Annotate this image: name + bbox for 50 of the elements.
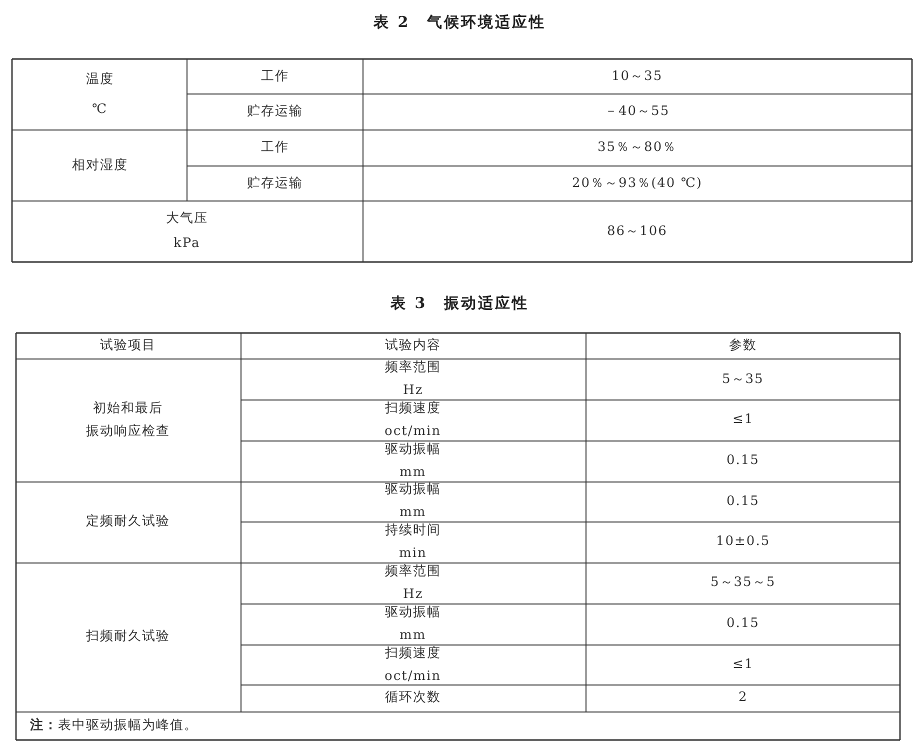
cell-text: oct/min <box>384 424 442 440</box>
cell-text: 驱动振幅 <box>385 482 441 498</box>
cell-text: Hz <box>403 587 424 603</box>
cell-text: 扫频速度 <box>385 646 441 662</box>
cell-text: 贮存运输 <box>247 176 303 192</box>
cell-text: ≤1 <box>732 412 754 428</box>
cell-text: 循环次数 <box>385 690 441 706</box>
cell-text: 35％～80％ <box>598 140 677 156</box>
cell-text: mm <box>400 465 426 481</box>
cell-text: oct/min <box>384 669 442 685</box>
table-title: 表 3 振动适应性 <box>390 294 530 312</box>
cell-text: 86～106 <box>607 224 668 240</box>
cell-text: 驱动振幅 <box>385 605 441 621</box>
cell-text: 定频耐久试验 <box>86 514 170 530</box>
cell-text: 频率范围 <box>385 564 441 580</box>
cell-text: 持续时间 <box>385 523 441 539</box>
cell-text: 试验内容 <box>385 338 441 354</box>
cell-text: Hz <box>403 383 424 399</box>
cell-text: 温度 <box>86 72 114 88</box>
cell-text: 频率范围 <box>385 360 441 376</box>
cell-text: 10±0.5 <box>716 534 770 550</box>
cell-text: 初始和最后 <box>93 401 163 417</box>
cell-text: 振动响应检查 <box>86 424 170 440</box>
cell-text: min <box>399 546 427 562</box>
cell-text: ℃ <box>92 102 108 118</box>
cell-text: －40～55 <box>604 104 670 120</box>
cell-text: 0.15 <box>726 453 760 469</box>
cell-text: 相对湿度 <box>72 158 128 174</box>
cell-text: 扫频速度 <box>385 401 441 417</box>
cell-text: 扫频耐久试验 <box>86 629 170 645</box>
cell-text: 0.15 <box>726 494 760 510</box>
cell-text: 参数 <box>729 338 757 354</box>
cell-text: 试验项目 <box>100 338 156 354</box>
cell-text: 20％～93％(40 ℃) <box>572 176 702 192</box>
cell-text: 5～35～5 <box>710 575 776 591</box>
cell-text: 10～35 <box>612 69 663 85</box>
note-text: 注：表中驱动振幅为峰值。 <box>30 718 198 734</box>
cell-text: ≤1 <box>732 657 754 673</box>
cell-text: 0.15 <box>726 616 760 632</box>
cell-text: mm <box>400 628 426 644</box>
cell-text: 驱动振幅 <box>385 442 441 458</box>
cell-text: mm <box>400 505 426 521</box>
cell-text: 工作 <box>261 69 289 85</box>
table-title: 表 2 气候环境适应性 <box>374 13 546 31</box>
cell-text: 2 <box>738 690 748 706</box>
cell-text: 5～35 <box>722 372 764 388</box>
cell-text: kPa <box>174 236 200 252</box>
cell-text: 大气压 <box>166 211 208 227</box>
cell-text: 工作 <box>261 140 289 156</box>
cell-text: 贮存运输 <box>247 104 303 120</box>
